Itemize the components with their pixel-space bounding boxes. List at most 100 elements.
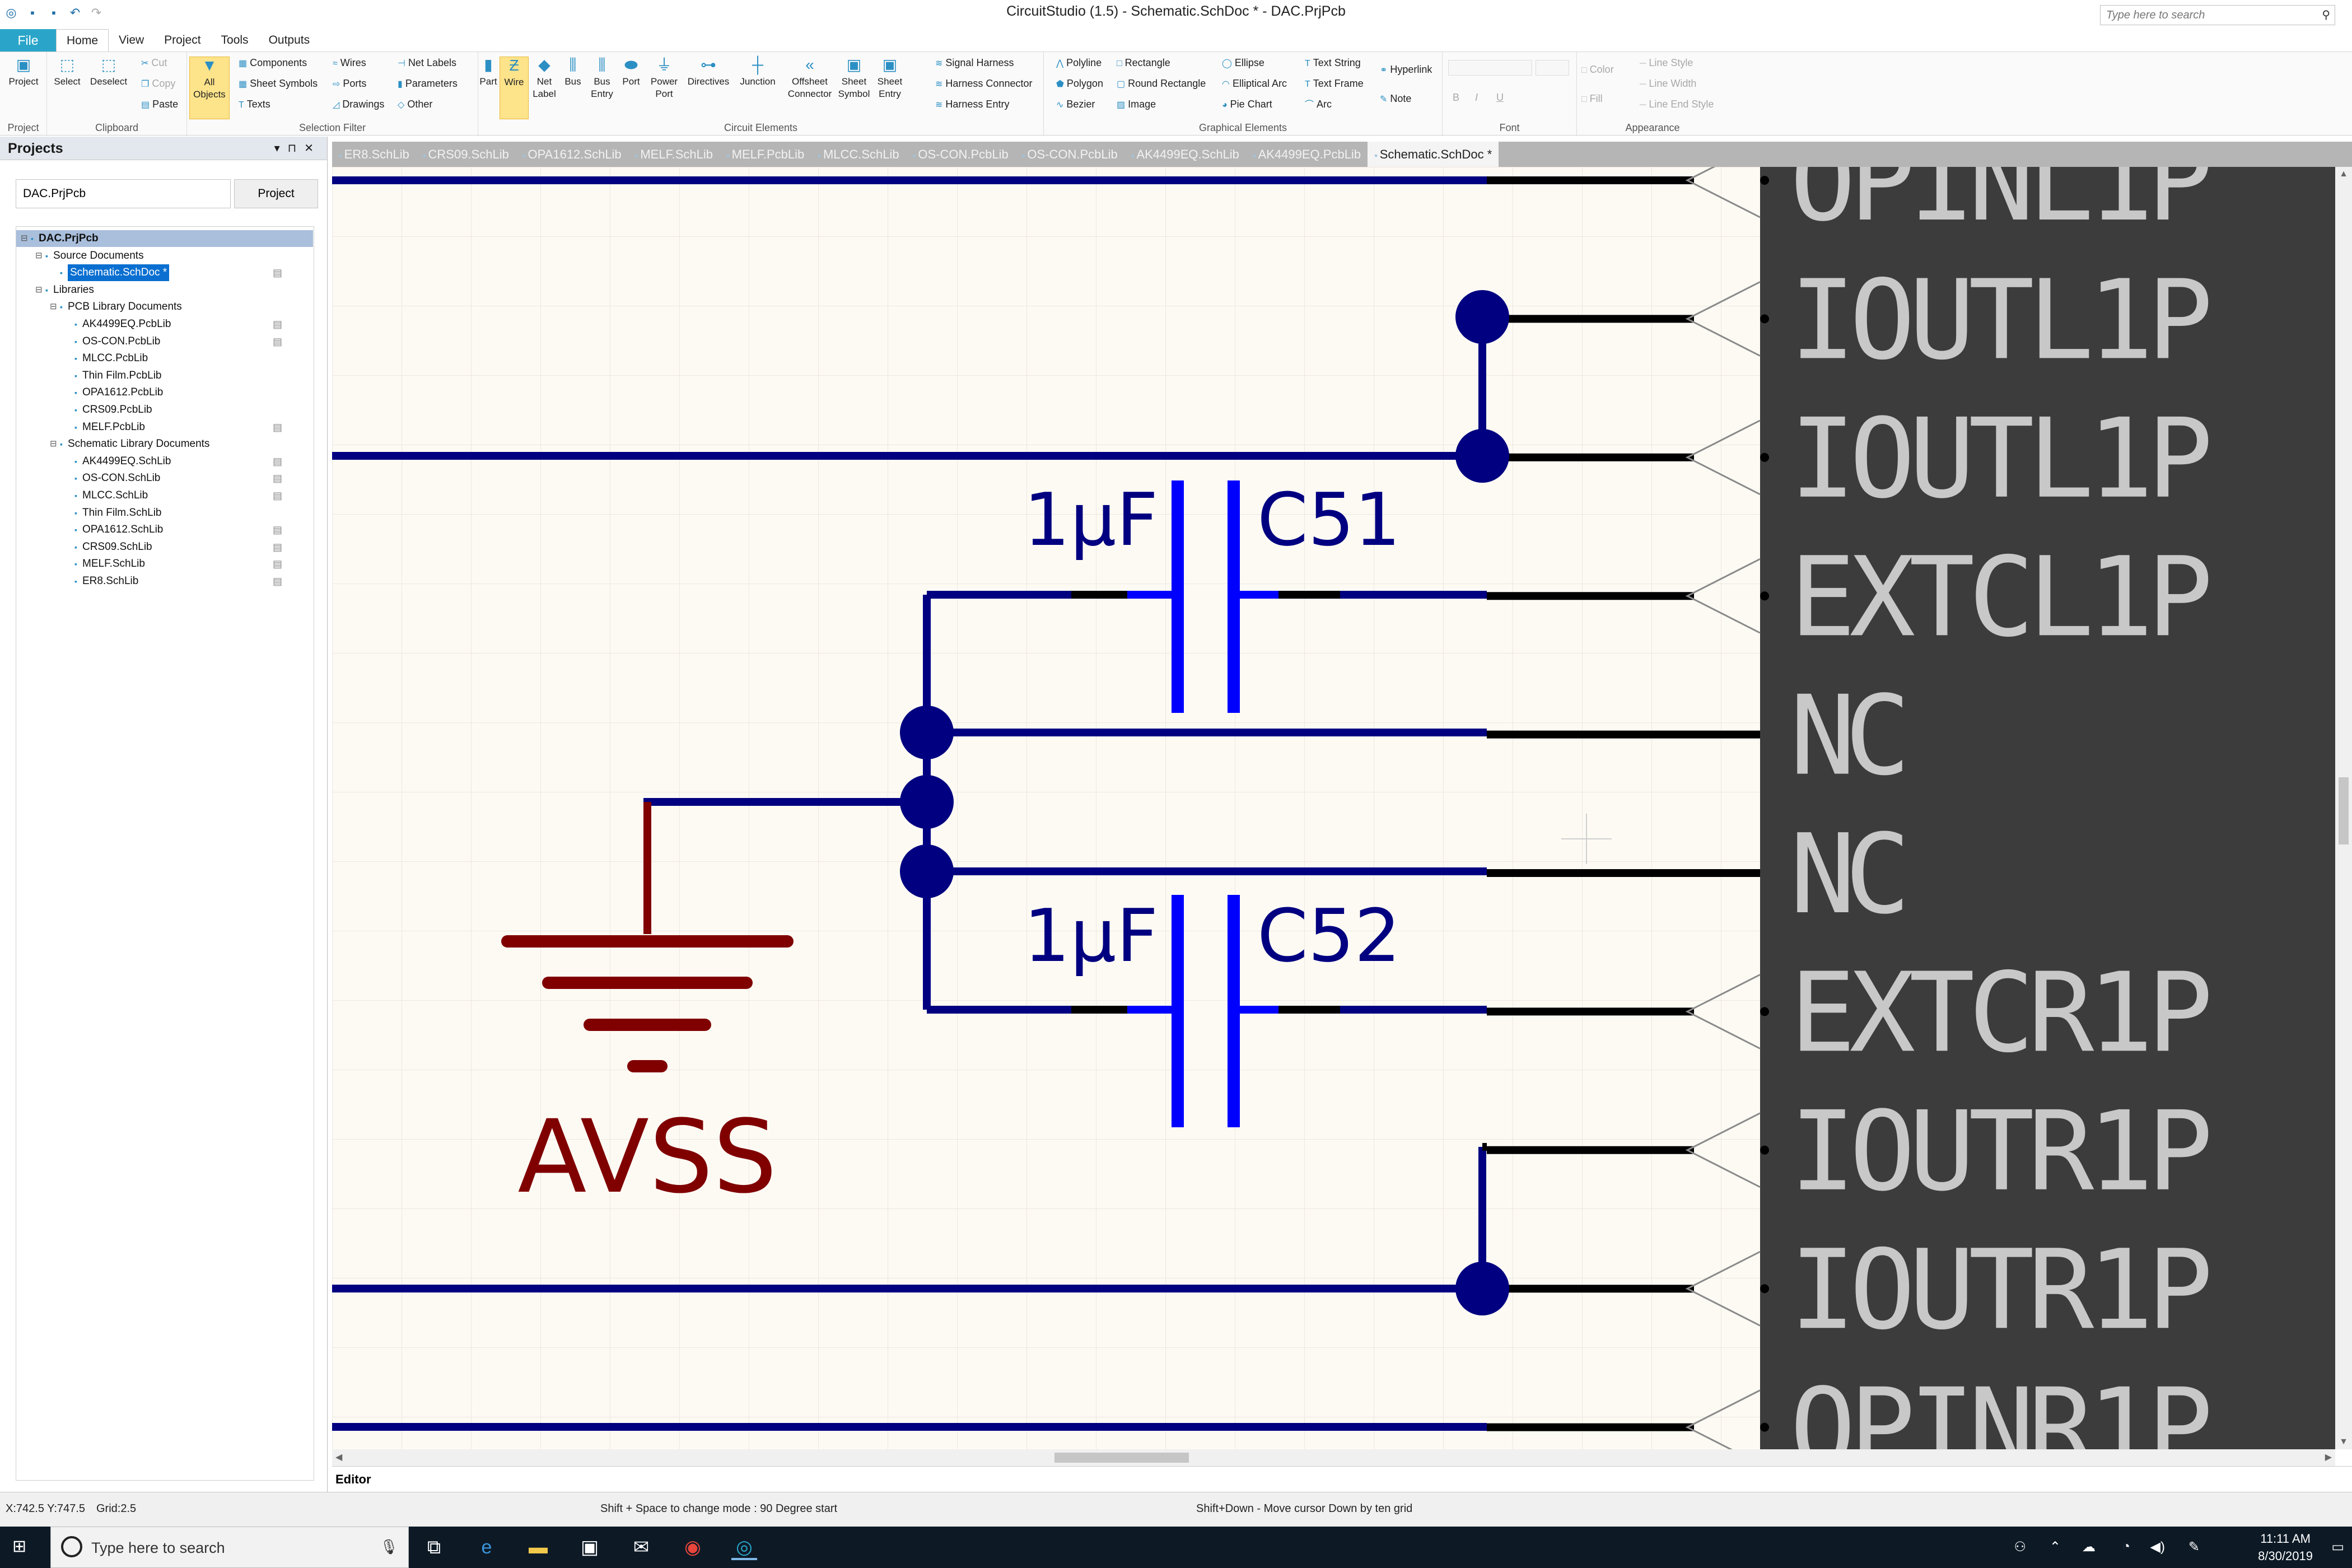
c51-value[interactable]: 1μF: [1024, 477, 1158, 562]
panel-controls[interactable]: ▾⊓✕: [274, 142, 321, 155]
bezier-button[interactable]: ∿Bezier: [1056, 98, 1095, 111]
ic-pin[interactable]: IOUTR1P: [1487, 1226, 2213, 1354]
filter-sheet-symbols[interactable]: ▦Sheet Symbols: [239, 77, 318, 91]
c52-designator[interactable]: C52: [1257, 893, 1401, 978]
windows-start-icon[interactable]: ⊞: [12, 1537, 27, 1556]
mail-icon[interactable]: ✉: [633, 1537, 650, 1558]
people-icon[interactable]: ⚇: [2014, 1539, 2026, 1555]
grid-size[interactable]: Grid:2.5: [96, 1502, 137, 1515]
arc-button[interactable]: ⌒Arc: [1305, 98, 1332, 111]
action-center-icon[interactable]: ▭: [2331, 1539, 2344, 1555]
line-style-button[interactable]: ─Line Style: [1640, 57, 1693, 70]
harness-connector-button[interactable]: ≋Harness Connector: [935, 77, 1032, 91]
net-label-button[interactable]: ◆Net Label: [530, 57, 559, 100]
project-selector-input[interactable]: DAC.PrjPcb: [16, 179, 231, 208]
filter-ports[interactable]: ⇨Ports: [333, 77, 366, 91]
filter-components[interactable]: ▦Components: [239, 57, 307, 70]
junction-dot[interactable]: [1455, 1262, 1509, 1315]
microphone-icon[interactable]: 🎙: [379, 1538, 398, 1555]
tree-item[interactable]: ▪OS-CON.SchLib▤: [16, 470, 313, 487]
tree-item[interactable]: ▪OPA1612.PcbLib: [16, 384, 313, 401]
sheet-entry-button[interactable]: ▣Sheet Entry: [872, 57, 907, 100]
document-tab[interactable]: ▪OPA1612.SchLib: [516, 142, 628, 167]
network-icon[interactable]: ◔: [2122, 1539, 2131, 1554]
tree-item[interactable]: ⊟▪Libraries: [16, 282, 313, 298]
vertical-scrollbar[interactable]: ▲ ▼: [2335, 167, 2352, 1449]
editor-panel-tab[interactable]: Editor: [332, 1466, 2352, 1492]
filter-drawings[interactable]: ◿Drawings: [333, 98, 384, 111]
color-button[interactable]: □Color: [1581, 63, 1614, 77]
tree-item[interactable]: ▪MELF.PcbLib▤: [16, 419, 313, 436]
file-tab[interactable]: File: [0, 29, 56, 52]
polyline-button[interactable]: ⋀Polyline: [1056, 57, 1102, 70]
tray-chevron-icon[interactable]: ⌃: [2049, 1539, 2061, 1555]
all-objects-button[interactable]: ▼All Objects: [189, 57, 230, 119]
line-width-button[interactable]: ─Line Width: [1640, 77, 1696, 91]
bus-button[interactable]: ⫼Bus: [560, 57, 586, 88]
document-tab[interactable]: ▪OS-CON.PcbLib: [906, 142, 1015, 167]
task-view-icon[interactable]: ⧉: [427, 1537, 441, 1558]
taskbar-search-box[interactable]: Type here to search 🎙: [50, 1527, 409, 1568]
ic-pin[interactable]: OPINR1P: [1487, 1365, 2213, 1449]
tree-item[interactable]: ▪AK4499EQ.SchLib▤: [16, 453, 313, 470]
save-all-icon[interactable]: ▪: [52, 5, 56, 20]
search-icon[interactable]: ⚲: [2322, 9, 2330, 21]
horizontal-scrollbar[interactable]: ◀ ▶: [332, 1449, 2335, 1466]
collapse-toggle-icon[interactable]: ⊟: [50, 439, 57, 449]
tree-item[interactable]: ⊟▪DAC.PrjPcb: [16, 230, 313, 247]
tree-item[interactable]: ▪MELF.SchLib▤: [16, 556, 313, 572]
collapse-toggle-icon[interactable]: ⊟: [35, 250, 43, 260]
scroll-right-icon[interactable]: ▶: [2325, 1453, 2332, 1462]
circuitstudio-taskbar-icon[interactable]: ◎: [731, 1534, 757, 1560]
project-button[interactable]: Project: [234, 179, 318, 208]
tree-item[interactable]: ▪MLCC.PcbLib: [16, 350, 313, 367]
cut-button[interactable]: ✂Cut: [141, 57, 167, 70]
ic-pin[interactable]: IOUTL1P: [1487, 256, 2213, 384]
filter-wires[interactable]: ≈Wires: [333, 57, 366, 70]
tree-item[interactable]: ▪Thin Film.PcbLib: [16, 367, 313, 384]
c52-value[interactable]: 1μF: [1024, 893, 1158, 978]
line-end-style-button[interactable]: ─Line End Style: [1640, 98, 1714, 111]
port-button[interactable]: ⬬Port: [618, 57, 644, 88]
filter-net-labels[interactable]: ⊣Net Labels: [398, 57, 456, 70]
system-clock[interactable]: 11:11 AM 8/30/2019: [2258, 1530, 2313, 1565]
power-port-button[interactable]: ⏚Power Port: [646, 57, 682, 100]
directives-button[interactable]: ⊶Directives: [683, 57, 734, 88]
filter-other[interactable]: ◇Other: [398, 98, 432, 111]
junction-dot[interactable]: [900, 775, 954, 829]
bold-button[interactable]: B: [1453, 92, 1460, 103]
junction-dot[interactable]: [1455, 429, 1509, 483]
select-button[interactable]: ⬚Select: [50, 57, 84, 88]
font-size-combo[interactable]: [1536, 60, 1569, 76]
tree-item[interactable]: ▪CRS09.PcbLib: [16, 402, 313, 418]
filter-parameters[interactable]: ▮Parameters: [398, 77, 458, 91]
rectangle-button[interactable]: □Rectangle: [1117, 57, 1170, 70]
app-logo-icon[interactable]: ◎: [6, 5, 17, 20]
bus-entry-button[interactable]: ⫼Bus Entry: [587, 57, 617, 100]
ic-pin[interactable]: IOUTL1P: [1487, 395, 2213, 523]
ic-pin[interactable]: NC: [1487, 673, 1911, 800]
paste-button[interactable]: ▤Paste: [141, 98, 178, 111]
image-button[interactable]: ▨Image: [1117, 98, 1156, 111]
tab-outputs[interactable]: Outputs: [268, 34, 310, 46]
volume-icon[interactable]: ◀): [2150, 1539, 2165, 1555]
tree-item[interactable]: ▪Schematic.SchDoc *▤: [16, 264, 313, 282]
tree-item[interactable]: ▪AK4499EQ.PcbLib▤: [16, 316, 313, 333]
junction-dot[interactable]: [900, 706, 954, 759]
power-port-avss[interactable]: AVSS: [501, 935, 794, 1216]
part-button[interactable]: ▮Part: [478, 57, 498, 88]
sheet-symbol-button[interactable]: ▣Sheet Symbol: [837, 57, 871, 100]
schematic-canvas[interactable]: OPINL1PIOUTL1PIOUTL1PEXTCL1PNCNCEXTCR1PI…: [332, 167, 2335, 1449]
chrome-icon[interactable]: ◉: [684, 1537, 701, 1558]
hyperlink-button[interactable]: ⚭Hyperlink: [1380, 63, 1432, 77]
redo-icon[interactable]: ↷: [91, 5, 102, 20]
tab-view[interactable]: View: [119, 34, 144, 46]
c51-designator[interactable]: C51: [1257, 477, 1401, 562]
tree-item[interactable]: ⊟▪Source Documents: [16, 248, 313, 264]
help-search-input[interactable]: Type here to search ⚲: [2100, 5, 2335, 25]
tree-item[interactable]: ▪ER8.SchLib▤: [16, 573, 313, 590]
signal-harness-button[interactable]: ≋Signal Harness: [935, 57, 1014, 70]
horizontal-scroll-thumb[interactable]: [1054, 1453, 1189, 1463]
